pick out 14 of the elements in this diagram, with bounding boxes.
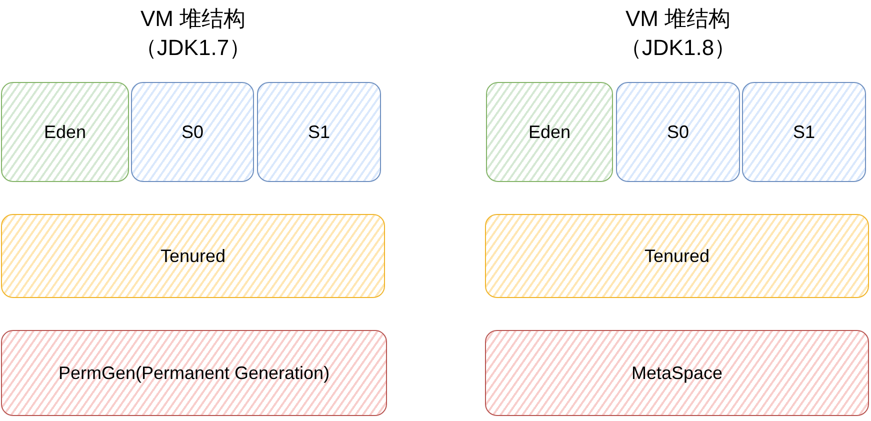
memory-region-box: S1 xyxy=(257,82,381,182)
memory-region-box: Eden xyxy=(1,82,129,182)
heading: VM 堆结构 xyxy=(140,5,246,33)
memory-region-box: MetaSpace xyxy=(485,330,869,416)
heading: （JDK1.7） xyxy=(134,34,252,62)
heading: VM 堆结构 xyxy=(625,5,731,33)
memory-region-box: S0 xyxy=(131,82,254,182)
memory-region-box: Eden xyxy=(486,82,613,182)
memory-region-box: Tenured xyxy=(485,214,869,298)
memory-region-box: S0 xyxy=(616,82,740,182)
memory-region-box: Tenured xyxy=(1,214,385,298)
memory-region-box: S1 xyxy=(742,82,866,182)
memory-region-box: PermGen(Permanent Generation) xyxy=(1,330,387,416)
heading: （JDK1.8） xyxy=(620,34,736,62)
